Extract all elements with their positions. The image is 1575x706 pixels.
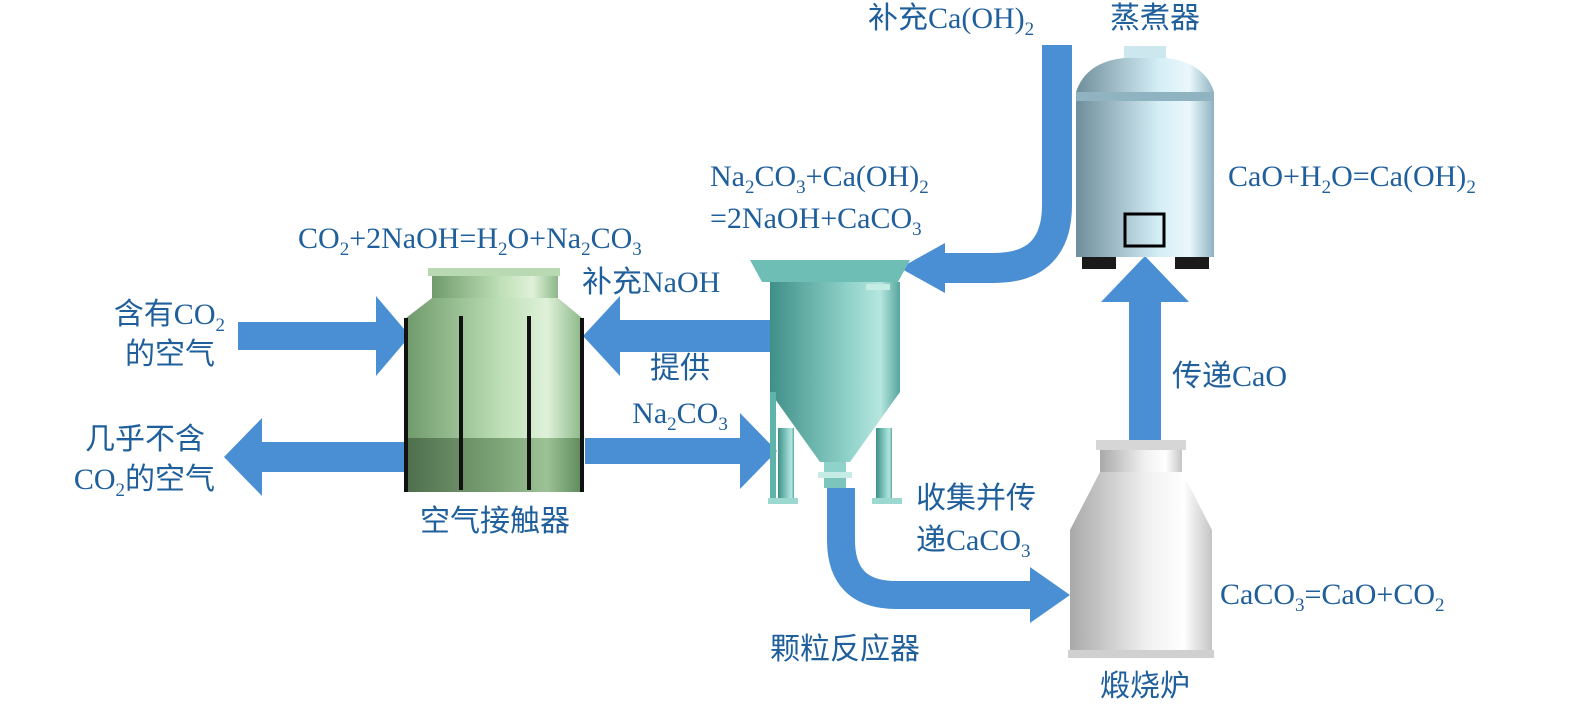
caco3-collect-arrowhead: [1030, 567, 1070, 623]
cao-transfer-label: 传递CaO: [1172, 360, 1287, 393]
air-out-arrow: [224, 418, 410, 496]
naoh-supply-label: 补充NaOH: [582, 266, 721, 299]
caco3-collect-label-line2: 递CaCO3: [916, 524, 1031, 562]
cao-transfer-arrow: [1101, 256, 1189, 445]
pellet-reactor-label: 颗粒反应器: [770, 633, 920, 666]
air-in-label-line1: 含有CO2: [113, 298, 225, 336]
naoh-supply-arrow: [583, 296, 778, 376]
calciner-reaction: CaCO3=CaO+CO2: [1220, 578, 1445, 616]
caco3-collect-label-line1: 收集并传: [916, 482, 1036, 515]
na2co3-provide-label-line1: 提供: [650, 352, 710, 385]
na2co3-transfer-arrow: [585, 413, 777, 489]
air-contactor: [404, 268, 584, 492]
reactor-reaction-line2: =2NaOH+CaCO3: [710, 202, 922, 240]
air-out-label-line2: CO2的空气: [73, 463, 215, 501]
reactor-reaction-line1: Na2CO3+Ca(OH)2: [710, 160, 929, 198]
air-contactor-label: 空气接触器: [420, 505, 570, 538]
air-out-label-line1: 几乎不含: [85, 423, 205, 456]
calciner-label: 煅烧炉: [1100, 670, 1190, 703]
pellet-reactor: [750, 260, 910, 504]
caoh2-supply-arrowhead: [900, 243, 945, 293]
caco3-collect-pipe: [827, 488, 1030, 609]
slaker-label: 蒸煮器: [1110, 2, 1200, 35]
calciner: [1068, 440, 1214, 658]
na2co3-provide-label-line2: Na2CO3: [632, 397, 728, 435]
air-in-label-line2: 的空气: [125, 338, 215, 371]
contactor-reaction: CO2+2NaOH=H2O+Na2CO3: [298, 222, 642, 260]
slaker: [1076, 46, 1214, 269]
caoh2-supply-pipe: [945, 45, 1072, 283]
caoh2-supply-label: 补充Ca(OH)2: [868, 2, 1035, 40]
air-in-arrow: [238, 296, 410, 376]
slaker-reaction: CaO+H2O=Ca(OH)2: [1228, 160, 1476, 198]
